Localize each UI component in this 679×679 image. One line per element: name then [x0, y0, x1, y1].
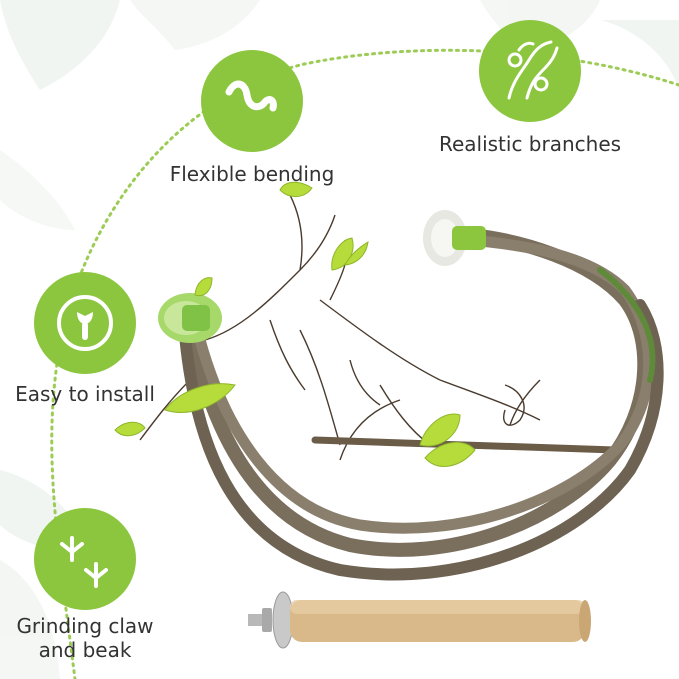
- bird-footprint-icon: [60, 536, 108, 588]
- install-badge: [34, 272, 136, 374]
- feature-label-line2: and beak: [38, 638, 132, 662]
- leaves: [114, 181, 476, 467]
- bendable-vine: [179, 228, 664, 581]
- wooden-perch: [248, 591, 591, 649]
- feature-grinding: Grinding claw and beak: [0, 508, 170, 662]
- feature-label: Flexible bending: [169, 162, 335, 186]
- feature-flexible-bending: Flexible bending: [152, 50, 352, 186]
- grinding-badge: [34, 508, 136, 610]
- dotted-arc: [50, 48, 679, 679]
- feature-label-line1: Grinding claw: [16, 614, 154, 638]
- wave-icon: [225, 80, 277, 112]
- mount-cap-right: [423, 210, 486, 266]
- feature-label: Easy to install: [15, 382, 155, 406]
- flexible-badge: [201, 50, 303, 152]
- wrench-icon: [57, 295, 113, 351]
- feature-realistic-branches: Realistic branches: [420, 20, 640, 156]
- feature-label: Realistic branches: [438, 132, 622, 156]
- feature-easy-install: Easy to install: [0, 272, 170, 406]
- vine-icon: [507, 40, 559, 100]
- realistic-badge: [479, 20, 581, 122]
- mount-cap-left: [158, 293, 222, 343]
